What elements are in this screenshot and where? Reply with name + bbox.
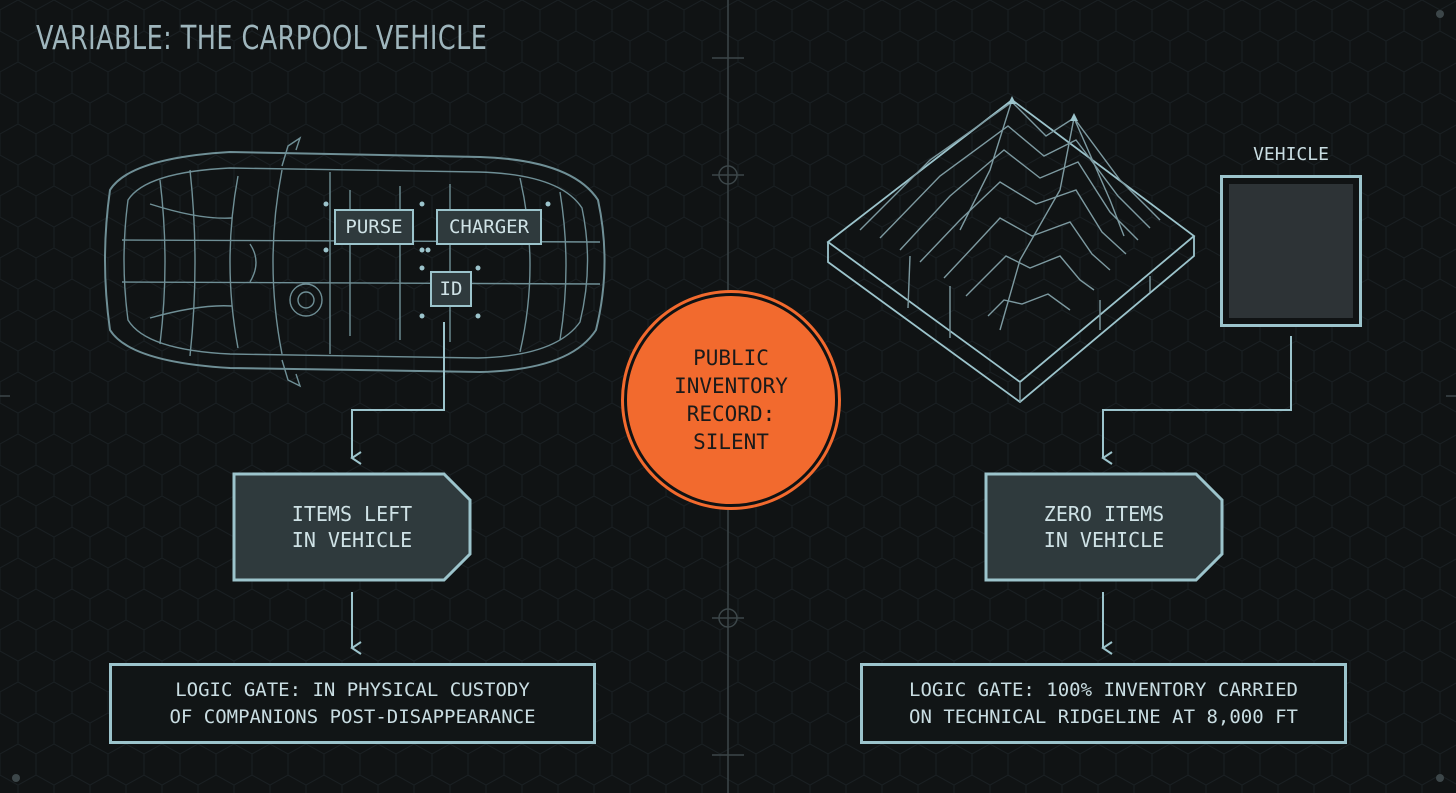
tag-purse: PURSE: [334, 209, 414, 245]
inventory-record-badge: PUBLIC INVENTORY RECORD: SILENT: [624, 293, 838, 507]
record-line-3: RECORD:: [686, 402, 776, 426]
mountain-terrain-icon: [826, 98, 1196, 404]
tag-connectors: [323, 201, 551, 319]
arrow-vehicle-to-status: [1101, 336, 1292, 465]
right-status-line-2: IN VEHICLE: [1043, 528, 1165, 552]
left-status-line-1: ITEMS LEFT: [291, 502, 413, 526]
terrain-peak-markers: [1008, 96, 1078, 121]
record-line-2: INVENTORY: [674, 374, 788, 398]
right-status: ZERO ITEMS IN VEHICLE: [986, 474, 1222, 580]
tag-charger: CHARGER: [436, 209, 542, 245]
left-gate-line-2: OF COMPANIONS POST-DISAPPEARANCE: [169, 705, 536, 728]
vehicle-box-fill: [1229, 184, 1353, 318]
left-status-line-2: IN VEHICLE: [291, 528, 413, 552]
right-logic-gate: LOGIC GATE: 100% INVENTORY CARRIED ON TE…: [860, 663, 1347, 744]
tag-id: ID: [430, 271, 472, 307]
left-status: ITEMS LEFT IN VEHICLE: [234, 474, 470, 580]
record-line-1: PUBLIC: [693, 346, 769, 370]
vehicle-box: [1220, 175, 1362, 327]
left-gate-line-1: LOGIC GATE: IN PHYSICAL CUSTODY: [175, 678, 530, 701]
right-status-line-1: ZERO ITEMS: [1043, 502, 1165, 526]
vehicle-label: VEHICLE: [1253, 144, 1329, 165]
left-logic-gate: LOGIC GATE: IN PHYSICAL CUSTODY OF COMPA…: [109, 663, 596, 744]
page-title: VARIABLE: THE CARPOOL VEHICLE: [36, 18, 488, 57]
right-gate-line-1: LOGIC GATE: 100% INVENTORY CARRIED: [909, 678, 1298, 701]
corner-dots: [12, 10, 1444, 782]
record-line-4: SILENT: [693, 430, 769, 454]
right-status-shape: [984, 472, 1224, 582]
right-gate-line-2: ON TECHNICAL RIDGELINE AT 8,000 FT: [909, 705, 1298, 728]
arrow-id-to-status: [350, 322, 445, 465]
left-status-shape: [232, 472, 472, 582]
